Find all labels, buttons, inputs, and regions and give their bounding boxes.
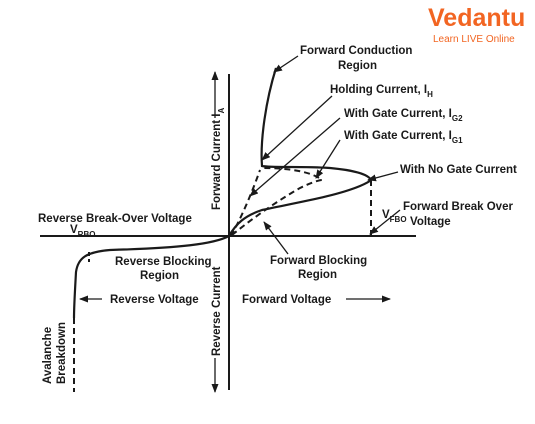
pointer-arrows [79,55,401,393]
label-forward-blocking-2: Region [298,269,337,281]
label-forward-conduction-2: Region [338,60,377,72]
arrow-forward-breakover [369,209,401,235]
label-forward-voltage: Forward Voltage [242,294,331,306]
label-gate-current-g1: With Gate Current, IG1 [344,130,463,145]
logo-name: Vedantu [428,4,525,32]
label-reverse-blocking-2: Region [140,270,179,282]
label-forward-current: Forward Current IA [211,108,226,210]
arrow-holding-current [261,95,333,161]
label-forward-blocking-1: Forward Blocking [270,255,367,267]
label-forward-breakover-1: Forward Break Over [403,201,513,213]
arrow-gate-current-g1 [315,139,341,179]
label-avalanche-1: Avalanche [42,327,54,384]
label-avalanche-2: Breakdown [56,322,68,384]
labels: Forward Conduction Region Holding Curren… [38,45,517,384]
label-forward-conduction-1: Forward Conduction [300,45,412,57]
logo-tagline: Learn LIVE Online [433,34,515,45]
label-reverse-blocking-1: Reverse Blocking [115,256,212,268]
label-gate-current-g2: With Gate Current, IG2 [344,108,463,123]
vedantu-logo: Vedantu Learn LIVE Online [428,4,525,45]
axes [40,74,416,390]
label-holding-current: Holding Current, IH [330,84,433,99]
label-reverse-voltage: Reverse Voltage [110,294,199,306]
arrow-forward-blocking [263,221,289,255]
label-reverse-current: Reverse Current [211,266,223,356]
arrow-gate-current-g2 [249,117,341,197]
curve-reverse [72,235,230,319]
label-reverse-breakover: Reverse Break-Over Voltage [38,213,192,225]
curve-gate-current-g1 [231,167,325,236]
label-no-gate-current: With No Gate Current [400,164,517,176]
arrow-no-gate-current [367,171,399,182]
curve-gate-current-g2 [230,169,261,237]
label-vrbo: VRBO [70,224,95,239]
label-vfbo: VFBO [382,209,407,224]
label-forward-breakover-2: Voltage [410,216,451,228]
arrow-forward-conduction [273,55,299,73]
